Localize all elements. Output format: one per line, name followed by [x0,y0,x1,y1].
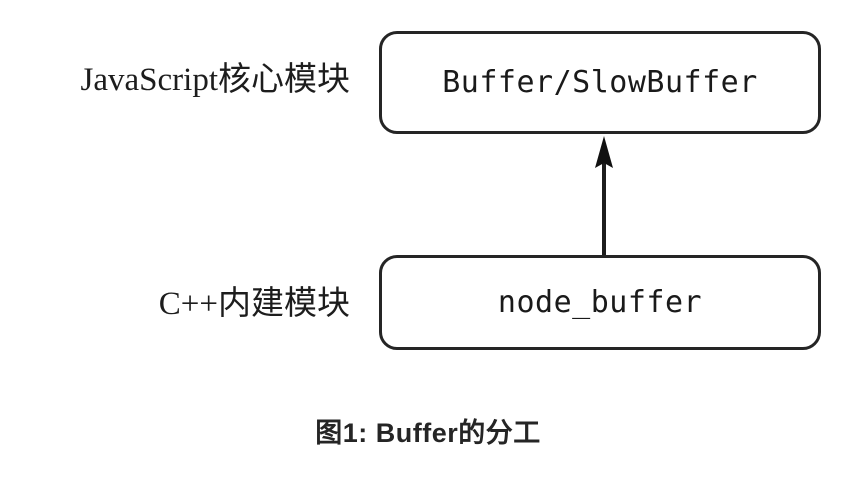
arrow-node-buffer-to-buffer [575,130,635,260]
arrow-head [595,136,613,168]
arrow-up-icon [595,136,613,258]
node-box-buffer-slowbuffer[interactable]: Buffer/SlowBuffer [379,31,821,134]
node-box-node-buffer-label: node_buffer [497,284,703,320]
layer-label-javascript: JavaScript核心模块 [80,62,350,98]
layer-label-cpp: C++内建模块 [158,286,350,322]
node-box-node-buffer[interactable]: node_buffer [379,255,821,350]
node-box-buffer-slowbuffer-label: Buffer/SlowBuffer [442,64,758,100]
figure-caption: 图1: Buffer的分工 [315,418,541,448]
